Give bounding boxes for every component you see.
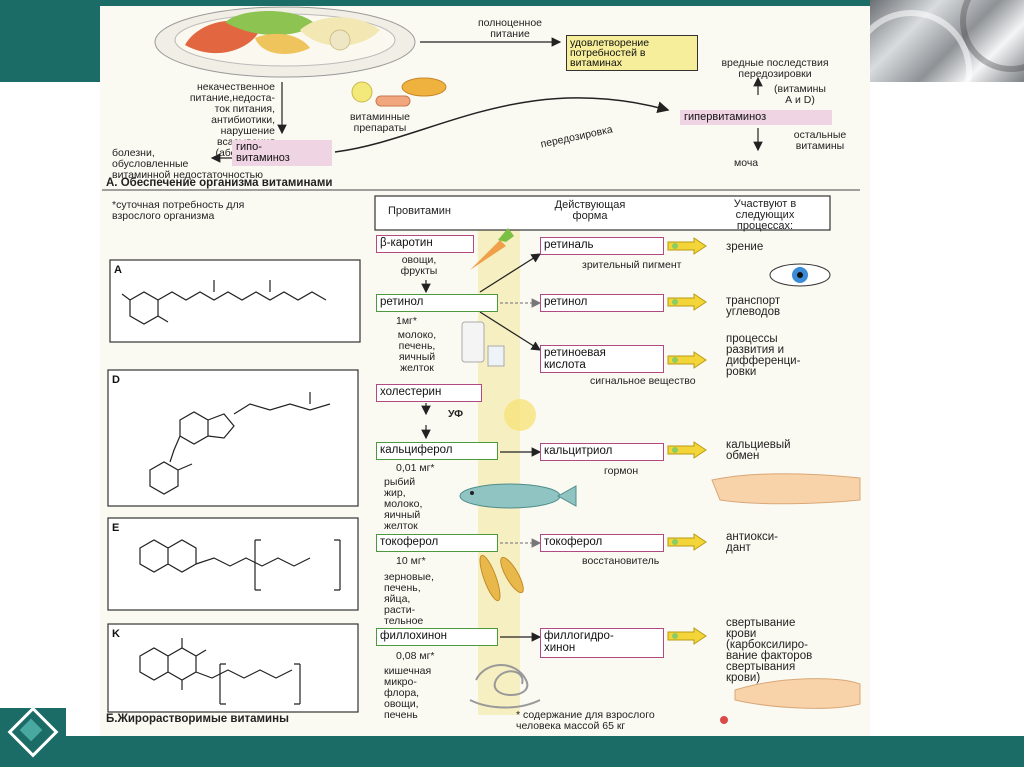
milk-bottle-icon bbox=[461, 321, 505, 367]
fish-icon bbox=[459, 483, 577, 509]
retinoic-note: сигнальное вещество bbox=[590, 375, 696, 387]
coagulation-label: свертывание крови (карбоксилиро- вание ф… bbox=[726, 617, 813, 684]
vitamin-e-dose: 10 мг* bbox=[396, 555, 426, 567]
intestine-icon bbox=[469, 664, 541, 709]
development-label: процессы развития и дифференци- ровки bbox=[726, 333, 801, 378]
cholesterol-box: холестерин bbox=[376, 384, 482, 402]
teal-corner-block bbox=[0, 0, 100, 82]
metallic-decoration bbox=[870, 0, 1024, 82]
retinal-box: ретиналь bbox=[540, 237, 664, 255]
header-frame bbox=[374, 195, 831, 231]
vitamin-k-source: кишечная микро- флора, овощи, печень bbox=[384, 665, 432, 721]
bottom-bar bbox=[0, 736, 1024, 767]
section-a-title: А. Обеспечение организма витаминами bbox=[106, 177, 333, 189]
eye-icon bbox=[769, 263, 831, 287]
calcitriol-box: кальцитриол bbox=[540, 443, 664, 461]
tocopherol-provitamin-box: токоферол bbox=[376, 534, 498, 552]
vitamin-d-dose: 0,01 мг* bbox=[396, 462, 435, 474]
carb-transport-label: транспорт углеводов bbox=[726, 295, 781, 318]
vitamins-a-d-label: (витамины А и D) bbox=[774, 83, 826, 106]
overdose-consequences-label: вредные последствия передозировки bbox=[721, 57, 829, 80]
provitamin-header: Провитамин bbox=[388, 205, 451, 217]
vitamin-a-letter: A bbox=[114, 264, 122, 276]
daily-need-note: *суточная потребность для взрослого орга… bbox=[112, 199, 245, 222]
retinol-active-box: ретинол bbox=[540, 294, 664, 312]
carotene-box: β-каротин bbox=[376, 235, 474, 253]
full-nutrition-label: полноценное питание bbox=[477, 17, 543, 40]
structure-e bbox=[107, 517, 359, 611]
retinoic-acid-box: ретиноевая кислота bbox=[540, 345, 664, 373]
process-arrows bbox=[667, 237, 707, 645]
vision-label: зрение bbox=[726, 241, 764, 253]
tocopherol-active-box: токоферол bbox=[540, 534, 664, 552]
active-form-header: Действующая форма bbox=[554, 199, 626, 222]
urine-label: моча bbox=[734, 157, 759, 169]
tocopherol-note: восстановитель bbox=[582, 555, 660, 567]
structure-a bbox=[109, 259, 361, 343]
sun-icon bbox=[504, 399, 536, 431]
hand-icon bbox=[711, 473, 861, 505]
structure-d bbox=[107, 369, 359, 507]
vitamin-d-source: рыбий жир, молоко, яичный желток bbox=[384, 476, 423, 532]
footnote: * содержание для взрослого человека масс… bbox=[516, 709, 655, 732]
deficiency-diseases-label: болезни, обусловленные витаминной недост… bbox=[112, 147, 264, 181]
carotene-source-label: овощи, фрукты bbox=[400, 254, 438, 277]
carrot-icon bbox=[470, 228, 514, 270]
section-b-title: Б.Жирорастворимые витамины bbox=[106, 713, 289, 725]
hypovitaminosis-box: гипо- витаминоз bbox=[232, 140, 332, 166]
retinol-source-label: молоко, печень, яичный желток bbox=[397, 329, 437, 374]
calcium-exchange-label: кальциевый обмен bbox=[726, 439, 791, 462]
retinol-provitamin-box: ретинол bbox=[376, 294, 498, 312]
vitamin-e-letter: E bbox=[112, 522, 120, 534]
phyllohydroquinone-box: филлогидро- хинон bbox=[540, 628, 664, 658]
uv-label: УФ bbox=[448, 408, 464, 420]
vitamin-a-dose: 1мг* bbox=[396, 315, 417, 327]
vitamin-d-letter: D bbox=[112, 374, 120, 386]
antioxidant-label: антиокси- дант bbox=[726, 531, 778, 554]
vitamin-k-dose: 0,08 мг* bbox=[396, 650, 435, 662]
teal-top-strip bbox=[100, 0, 870, 6]
finger-icon bbox=[720, 678, 861, 724]
other-vitamins-label: остальные витамины bbox=[793, 129, 847, 152]
food-plate-illustration bbox=[154, 6, 416, 78]
retinal-note: зрительный пигмент bbox=[582, 259, 682, 271]
vitamin-k-letter: K bbox=[112, 628, 120, 640]
calcitriol-note: гормон bbox=[604, 465, 639, 477]
phylloquinone-box: филлохинон bbox=[376, 628, 498, 646]
calciferol-box: кальциферол bbox=[376, 442, 498, 460]
vitamin-preparations-label: витаминные препараты bbox=[349, 111, 411, 134]
wheat-icon bbox=[479, 554, 524, 602]
processes-header: Участвуют в следующих процессах: bbox=[733, 198, 797, 232]
requirement-box: удовлетворение потребностей в витаминах bbox=[566, 35, 698, 71]
vitamin-pills-illustration bbox=[351, 77, 447, 107]
hypervitaminosis-box: гипервитаминоз bbox=[680, 110, 832, 125]
structure-k bbox=[107, 623, 359, 713]
